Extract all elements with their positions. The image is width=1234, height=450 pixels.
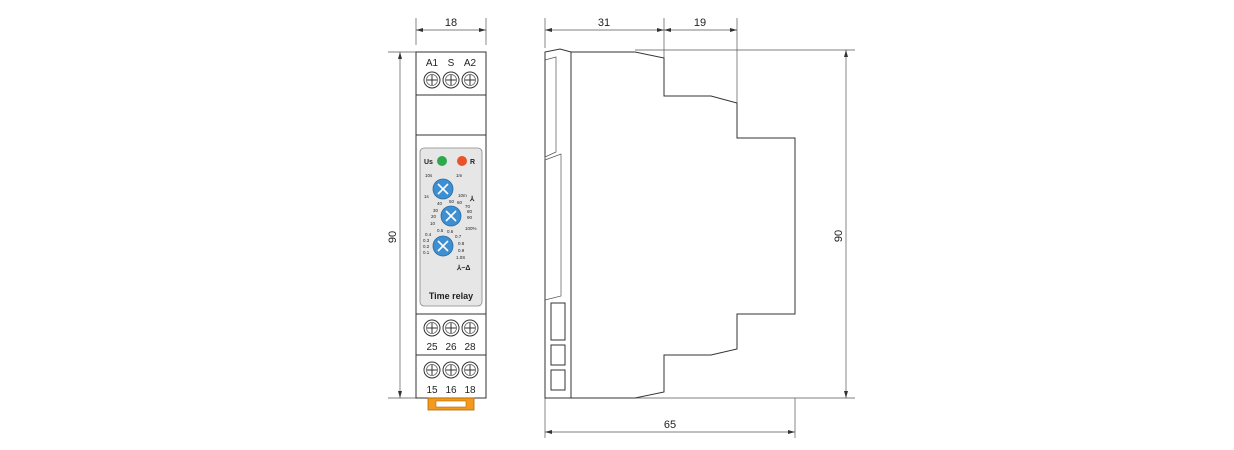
knob3-label: 0.8 xyxy=(458,241,465,246)
us-led-icon xyxy=(437,156,447,166)
screw-icon xyxy=(423,361,441,379)
knob2-label: 60 xyxy=(457,200,463,205)
knob3-label: 0.5 xyxy=(437,228,444,233)
knob3-label: 0.3 xyxy=(423,238,430,243)
knob2-label: 10 xyxy=(430,221,436,226)
knob2-label: 40 xyxy=(437,201,443,206)
terminal-a2-label: A2 xyxy=(464,58,477,69)
r-label: R xyxy=(470,159,475,166)
screw-icon xyxy=(442,71,460,89)
side-dimension-31-label: 31 xyxy=(598,17,610,29)
terminal-15-label: 15 xyxy=(426,385,438,396)
knob3-label: 0.1 xyxy=(423,250,430,255)
side-view: 31 19 90 65 xyxy=(544,17,855,438)
bottom-screws xyxy=(423,361,479,379)
din-clip xyxy=(427,397,475,411)
star-symbol: ⅄ xyxy=(469,195,475,203)
knob1-label: 1m xyxy=(456,173,463,178)
terminal-28-label: 28 xyxy=(464,342,476,353)
r-led-icon xyxy=(457,156,467,166)
knob3-label: 0.9 xyxy=(458,248,465,253)
knob3-label: 0.7 xyxy=(455,234,462,239)
terminal-26-label: 26 xyxy=(445,342,457,353)
knob3-label: 0.2 xyxy=(423,244,430,249)
screw-icon xyxy=(461,71,479,89)
knob1-label: 1s xyxy=(424,194,430,199)
screw-icon xyxy=(423,71,441,89)
knob2-label: 30 xyxy=(433,208,439,213)
star-delta-symbol: ⅄−Δ xyxy=(456,264,470,272)
us-label: Us xyxy=(424,159,433,166)
side-dimension-19-label: 19 xyxy=(694,17,706,29)
knob1-label: 10m xyxy=(458,193,467,198)
knob3-label: 1.0S xyxy=(456,255,465,260)
front-view: 18 90 A1 S A2 Us R 10 xyxy=(387,17,487,411)
screw-icon xyxy=(442,319,460,337)
side-height-label: 90 xyxy=(833,230,845,242)
top-screws xyxy=(423,71,479,89)
mid-screws xyxy=(423,319,479,337)
time-range-knob[interactable] xyxy=(432,178,454,200)
knob2-label: 70 xyxy=(465,204,471,209)
terminal-a1-label: A1 xyxy=(426,58,439,69)
screw-icon xyxy=(423,319,441,337)
knob2-label: 20 xyxy=(431,214,437,219)
knob2-label: 80 xyxy=(467,209,473,214)
terminal-s-label: S xyxy=(448,58,455,69)
terminal-25-label: 25 xyxy=(426,342,438,353)
knob2-label: 50 xyxy=(449,199,455,204)
seconds-knob[interactable] xyxy=(432,235,454,257)
screw-icon xyxy=(442,361,460,379)
knob3-label: 0.4 xyxy=(425,232,432,237)
knob3-label: 0.6 xyxy=(447,229,454,234)
knob2-label: 90 xyxy=(467,215,473,220)
percent-knob[interactable] xyxy=(440,205,462,227)
terminal-18-label: 18 xyxy=(464,385,476,396)
front-width-label: 18 xyxy=(445,17,457,29)
panel-title: Time relay xyxy=(429,291,473,301)
terminal-16-label: 16 xyxy=(445,385,457,396)
screw-icon xyxy=(461,361,479,379)
front-height-label: 90 xyxy=(387,231,399,243)
control-panel: Us R 10s 1m 1s 10m 40 50 60 70 30 80 20 … xyxy=(419,147,483,307)
knob1-label: 10s xyxy=(425,173,433,178)
knob2-label: 100% xyxy=(465,226,477,231)
side-depth-label: 65 xyxy=(664,419,676,431)
screw-icon xyxy=(461,319,479,337)
